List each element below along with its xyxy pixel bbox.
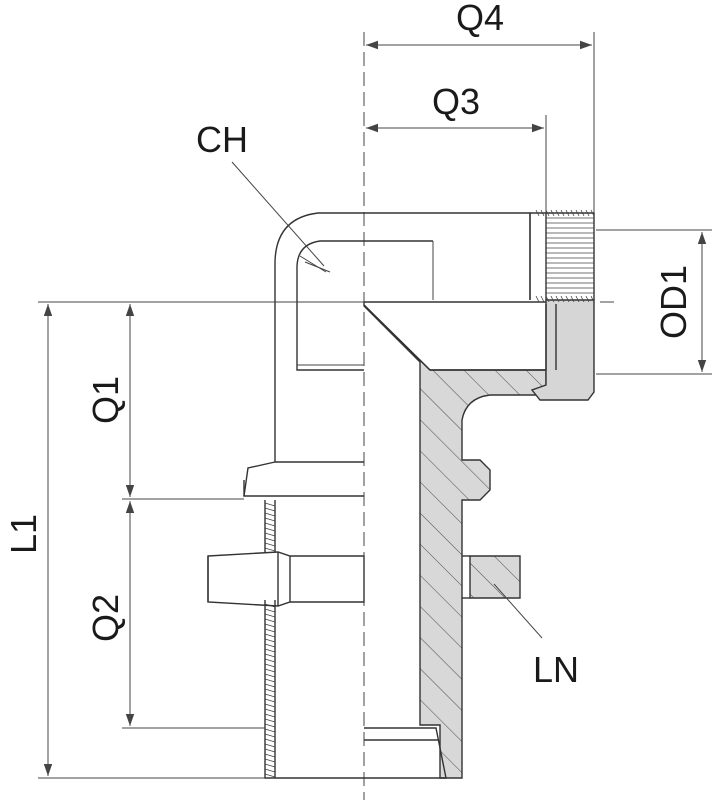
- thread-line: [264, 688, 276, 693]
- thread-line: [264, 522, 276, 527]
- thread-line: [264, 653, 276, 658]
- thread-line: [575, 295, 580, 303]
- thread-line: [264, 713, 276, 718]
- thread-line: [264, 507, 276, 512]
- threaded-stem-left: [264, 500, 364, 779]
- thread-line: [550, 295, 555, 303]
- thread-line: [264, 718, 276, 723]
- thread-line: [540, 209, 545, 217]
- thread-line: [264, 608, 276, 613]
- thread-line: [264, 532, 276, 537]
- thread-line: [264, 773, 276, 778]
- thread-line: [565, 209, 570, 217]
- thread-line: [264, 537, 276, 542]
- thread-line: [560, 295, 565, 303]
- thread-line: [590, 209, 595, 217]
- thread-line: [264, 723, 276, 728]
- label-ch: CH: [196, 119, 248, 160]
- thread-line: [264, 547, 276, 552]
- thread-line: [264, 512, 276, 517]
- lock-nut-left: [207, 551, 365, 607]
- thread-line: [585, 209, 590, 217]
- thread-line: [580, 295, 585, 303]
- thread-line: [264, 502, 276, 507]
- thread-line: [264, 618, 276, 623]
- thread-line: [585, 295, 590, 303]
- thread-line: [545, 295, 550, 303]
- thread-line: [264, 768, 276, 773]
- thread-line: [264, 678, 276, 683]
- label-q1: Q1: [85, 376, 126, 424]
- thread-line: [264, 613, 276, 618]
- thread-line: [264, 708, 276, 713]
- ch-leader-line: [231, 161, 325, 267]
- thread-line: [264, 623, 276, 628]
- thread-line: [264, 658, 276, 663]
- thread-line: [264, 542, 276, 547]
- ln-leader-line: [493, 583, 543, 639]
- thread-line: [555, 295, 560, 303]
- thread-line: [264, 703, 276, 708]
- thread-line: [264, 728, 276, 733]
- thread-line: [580, 209, 585, 217]
- thread-line: [264, 693, 276, 698]
- thread-line: [264, 668, 276, 673]
- thread-line: [535, 209, 540, 217]
- thread-line: [264, 743, 276, 748]
- thread-line: [264, 663, 276, 668]
- thread-line: [264, 738, 276, 743]
- thread-line: [570, 209, 575, 217]
- label-q2: Q2: [85, 594, 126, 642]
- thread-line: [264, 698, 276, 703]
- thread-line: [264, 673, 276, 678]
- label-ln: LN: [533, 649, 579, 690]
- label-q4: Q4: [456, 0, 504, 38]
- thread-line: [264, 753, 276, 758]
- lock-nut-right: [462, 555, 521, 599]
- label-od1: OD1: [653, 265, 694, 339]
- collar-left: [243, 461, 364, 497]
- label-q3: Q3: [432, 81, 480, 122]
- thread-line: [264, 758, 276, 763]
- thread-line: [555, 209, 560, 217]
- elbow-body-left: [274, 212, 434, 462]
- thread-line: [550, 209, 555, 217]
- thread-line: [570, 295, 575, 303]
- thread-line: [264, 748, 276, 753]
- thread-line: [535, 295, 540, 303]
- thread-line: [264, 643, 276, 648]
- thread-line: [264, 638, 276, 643]
- thread-line: [565, 295, 570, 303]
- elbow-section-right: [363, 212, 547, 779]
- thread-line: [264, 733, 276, 738]
- thread-line: [540, 295, 545, 303]
- thread-line: [264, 763, 276, 768]
- thread-line: [264, 527, 276, 532]
- thread-line: [264, 517, 276, 522]
- thread-line: [264, 633, 276, 638]
- thread-line: [264, 683, 276, 688]
- thread-line: [560, 209, 565, 217]
- thread-line: [575, 209, 580, 217]
- thread-line: [590, 295, 595, 303]
- label-l1: L1: [3, 514, 44, 554]
- thread-line: [264, 628, 276, 633]
- thread-line: [264, 648, 276, 653]
